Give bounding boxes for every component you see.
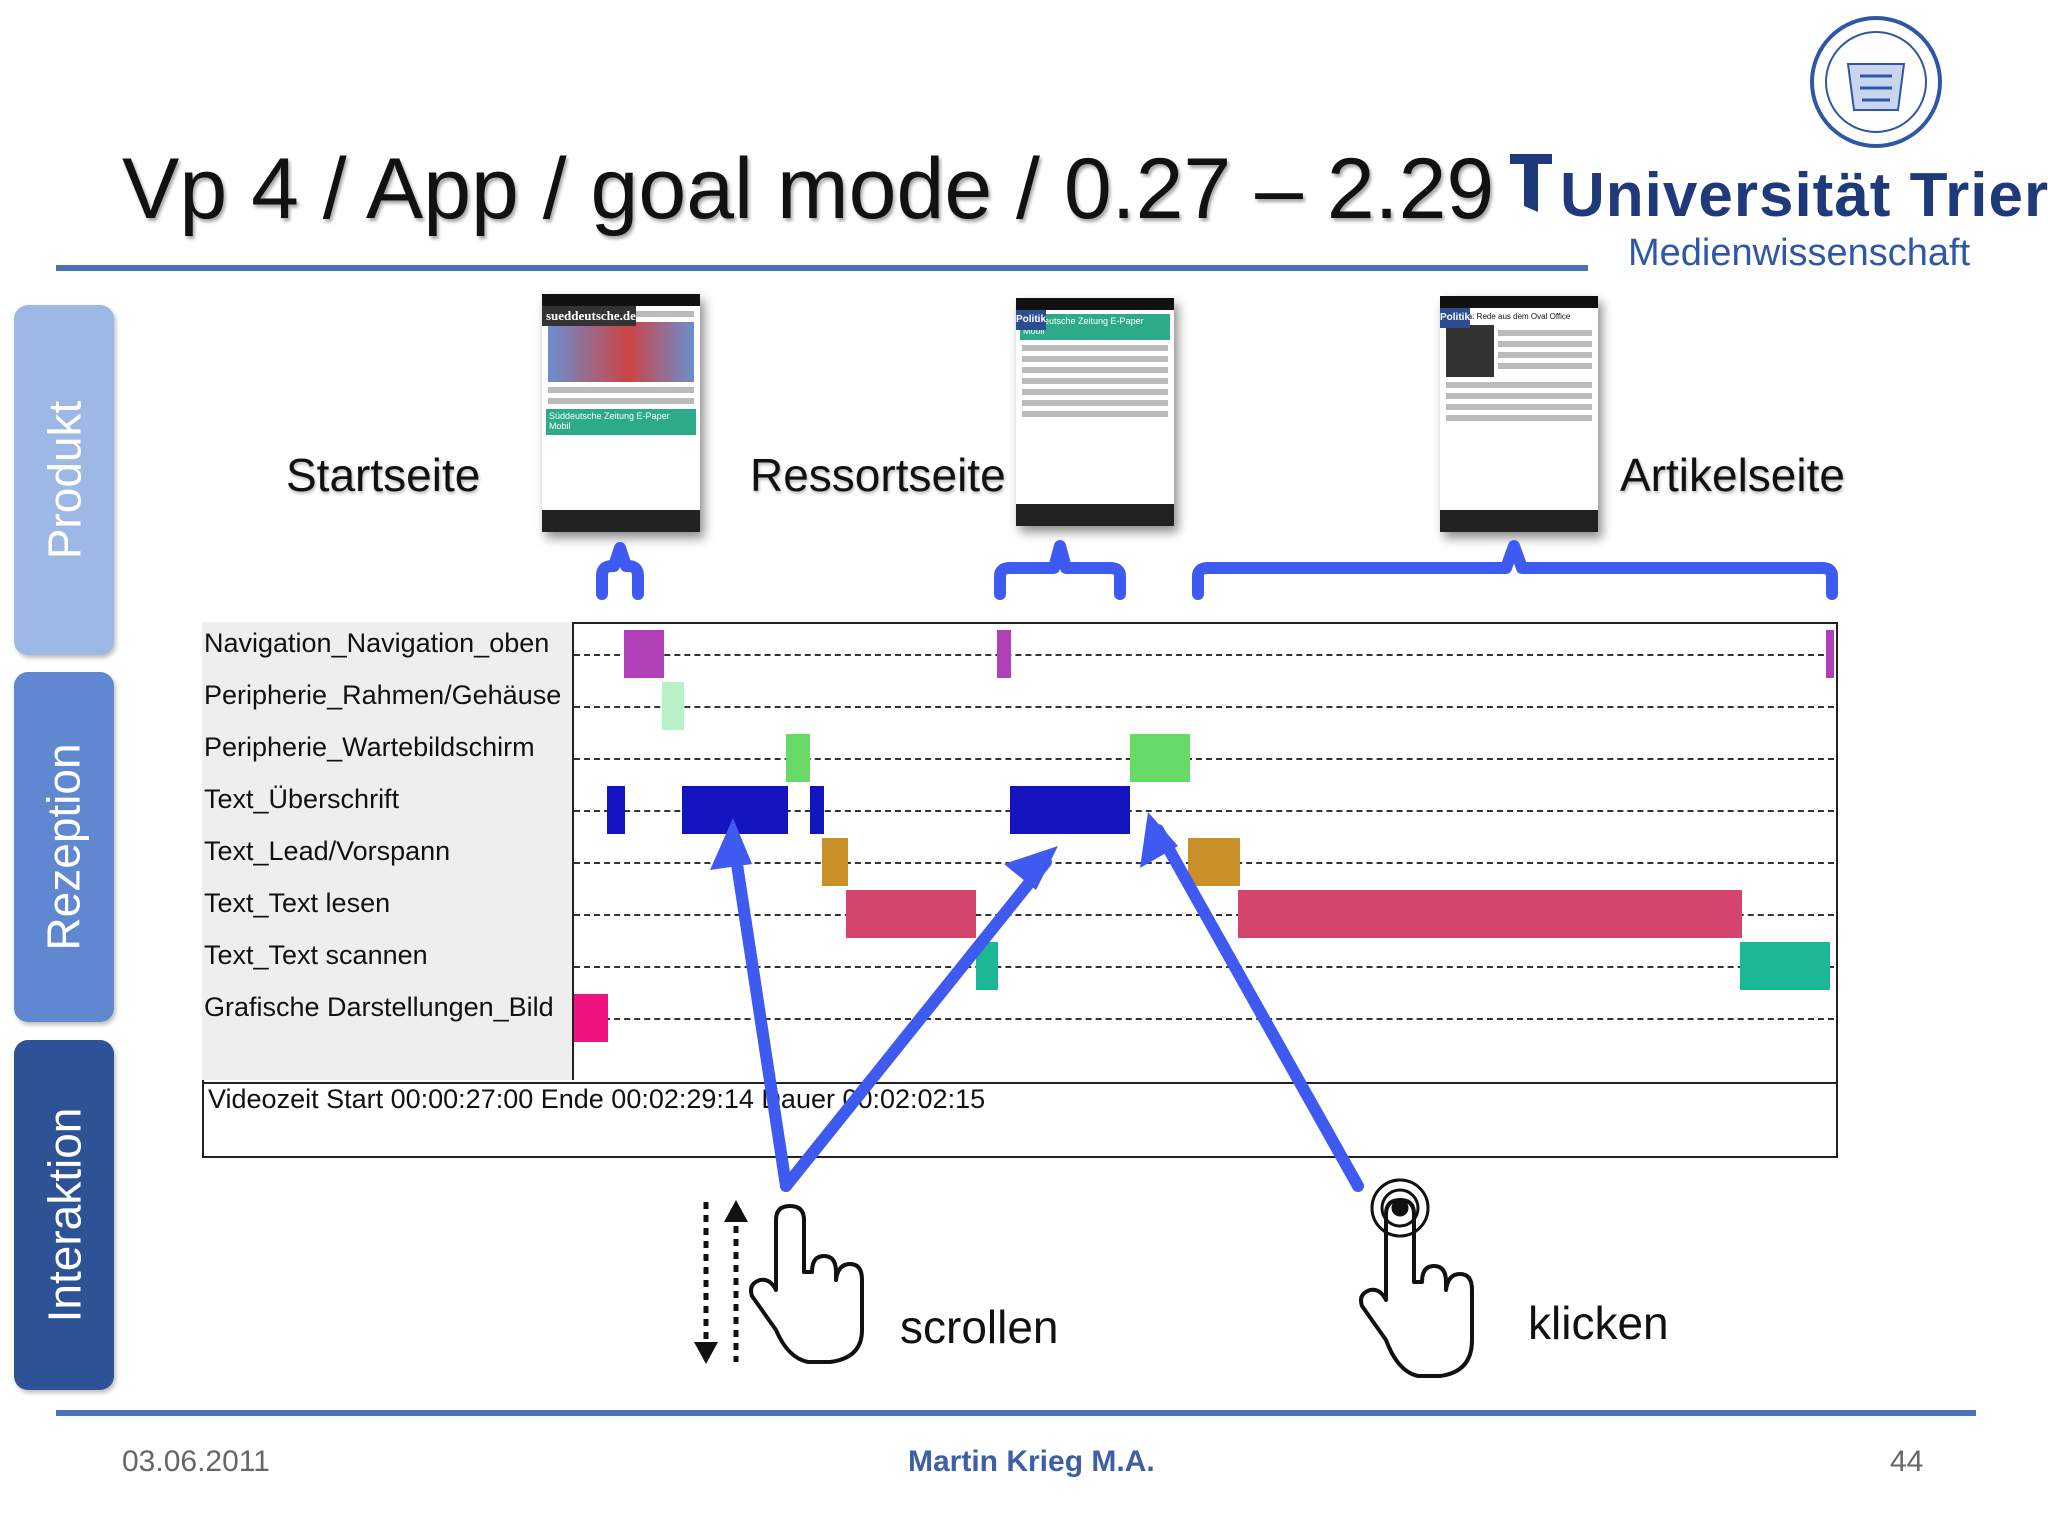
phone-artikel-header: Politik [1440,308,1471,328]
segment-wartebildschirm [1130,734,1190,782]
gesture-label-klicken: klicken [1528,1297,1669,1349]
phone-startseite: sueddeutsche.de Süddeutsche Zeitung E-Pa… [542,294,700,532]
segment-text-lesen [846,890,976,938]
segment-navigation [997,630,1011,678]
scroll-direction-icon [703,1202,739,1362]
segment-ueberschrift [607,786,625,834]
tap-ripple-icon [1370,1178,1430,1238]
row-label-rahmen: Peripherie_Rahmen/Gehäuse [204,680,562,710]
segment-text-scannen [1740,942,1830,990]
label-artikelseite: Artikelseite [1620,449,1845,501]
bracket-ressortseite [994,540,1126,600]
tab-produkt: Produkt [14,305,114,655]
arrowhead-icon [710,818,752,870]
segment-text-lesen [1238,890,1742,938]
footer-page-number: 44 [1890,1445,1924,1478]
gesture-label-scrollen: scrollen [900,1301,1059,1353]
university-seal-icon [1810,16,1942,148]
footer-author: Martin Krieg M.A. [908,1445,1155,1478]
row-label-ueberschrift: Text_Überschrift [204,784,400,814]
portrait-image [1446,325,1494,377]
label-ressortseite: Ressortseite [750,449,1006,501]
bracket-artikelseite [1192,540,1838,600]
bracket-startseite [596,542,644,600]
scroll-arrow-right [780,856,1052,1192]
department-name: Medienwissenschaft [1628,232,1971,274]
phone-ressort-header: Politik [1016,310,1047,330]
arrowhead-icon [1004,846,1058,890]
phone-artikel-headline: Obama: Rede aus dem Oval Office [1446,312,1571,321]
row-gridline [574,758,1834,760]
row-gridline [574,654,1834,656]
row-label-text-lesen: Text_Text lesen [204,888,391,918]
phone-start-promo: Süddeutsche Zeitung E-Paper Mobil [546,409,696,435]
tab-interaktion: Interaktion [14,1040,114,1390]
row-gridline [574,706,1834,708]
row-gridline [574,810,1834,812]
phone-start-header: sueddeutsche.de [542,306,636,326]
timeline-label-column [202,622,574,1080]
row-label-lead: Text_Lead/Vorspann [204,836,451,866]
video-time-box: Videozeit Start 00:00:27:00 Ende 00:02:2… [202,1082,1838,1158]
segment-navigation [624,630,664,678]
segment-ueberschrift [1010,786,1130,834]
segment-rahmen [662,682,684,730]
arrowhead-icon [1140,812,1178,868]
segment-navigation [1826,630,1834,678]
photo-image [548,322,694,382]
row-gridline [574,1018,1834,1020]
university-flag-icon [1510,154,1552,212]
row-label-navigation: Navigation_Navigation_oben [204,628,550,658]
row-gridline [574,966,1834,968]
phone-ressortseite: Politik Süddeutsche Zeitung E-Paper Mobi… [1016,298,1174,526]
slide-title: Vp 4 / App / goal mode / 0.27 – 2.29 [122,141,1495,237]
row-label-text-scannen: Text_Text scannen [204,940,428,970]
phone-artikelseite: Politik Obama: Rede aus dem Oval Office [1440,296,1598,532]
footer-date: 03.06.2011 [122,1445,270,1478]
segment-lead [822,838,848,886]
row-label-bild: Grafische Darstellungen_Bild [204,992,554,1022]
segment-lead [1188,838,1240,886]
label-startseite: Startseite [286,449,481,501]
scroll-down-icon [694,1342,718,1364]
click-arrow [1152,824,1364,1192]
footer-rule [56,1410,1976,1416]
segment-bild [574,994,608,1042]
university-name: Universität Trier [1560,161,2048,230]
segment-text-scannen [976,942,998,990]
segment-wartebildschirm [786,734,810,782]
tab-rezeption: Rezeption [14,672,114,1022]
scroll-up-icon [724,1200,748,1222]
segment-ueberschrift [810,786,824,834]
click-hand-icon [1359,1198,1474,1378]
scroll-hand-icon [749,1204,864,1364]
scroll-arrow-left [727,832,792,1192]
title-rule [56,265,1588,271]
row-label-wartebildschirm: Peripherie_Wartebildschirm [204,732,535,762]
